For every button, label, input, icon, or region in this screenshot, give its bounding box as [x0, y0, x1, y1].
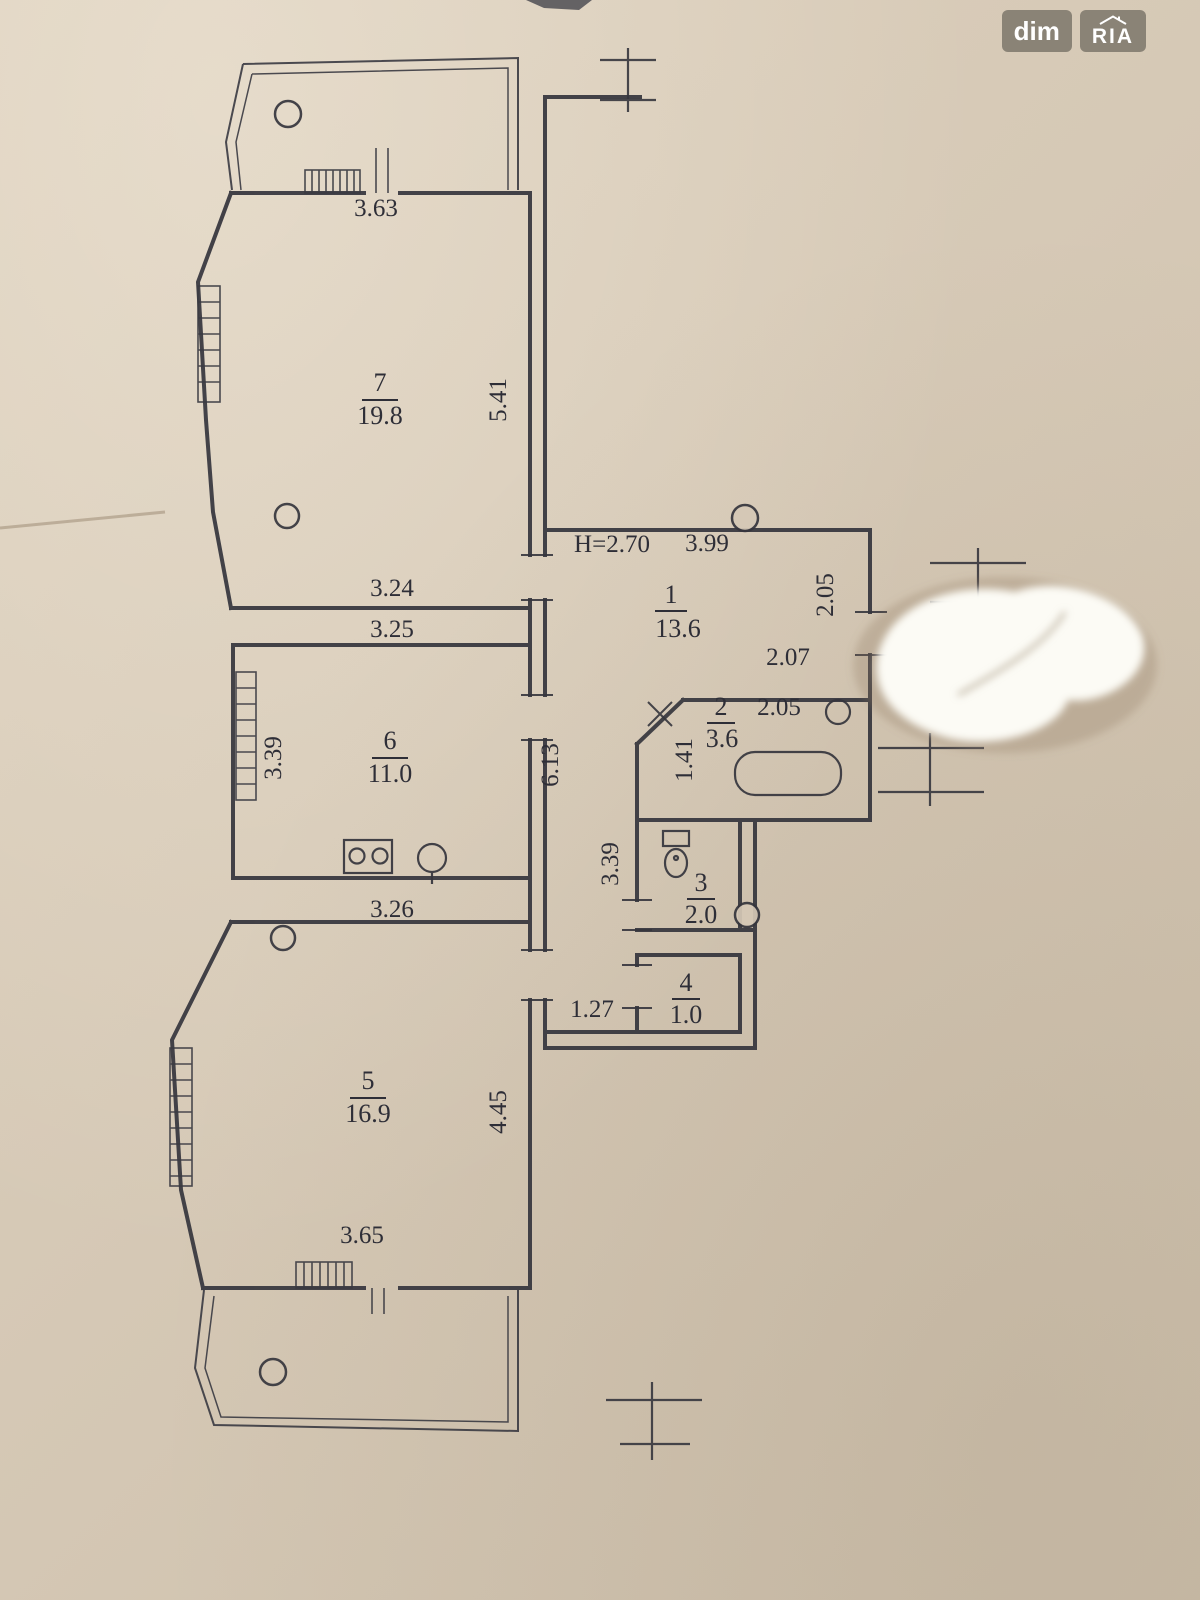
- room-2-area: 3.6: [706, 724, 739, 753]
- dim-room7-depth: 5.41: [485, 378, 512, 422]
- break-mark-bottom: [606, 1382, 702, 1460]
- dim-bath-width: 2.05: [757, 694, 801, 721]
- room-2-label: 2 3.6: [706, 692, 739, 753]
- dim-room5-depth: 4.45: [485, 1090, 512, 1134]
- dim-hall-bottom: 1.27: [570, 996, 614, 1023]
- room-3-number: 3: [695, 868, 708, 897]
- ceiling-height-note: H=2.70: [574, 531, 650, 558]
- room-6-area: 11.0: [368, 759, 413, 788]
- paper-tear: [853, 577, 1157, 753]
- dim-room6-bottom-width: 3.26: [370, 896, 414, 923]
- circle-markers: [258, 99, 761, 1387]
- room-labels: 7 19.8 6 11.0 5 16.9 1 13.6 2 3.6 3 2.0: [345, 368, 738, 1128]
- dim-bath-top: 2.07: [766, 644, 810, 671]
- room-1-label: 1 13.6: [655, 580, 701, 643]
- stove-icon: [342, 838, 394, 875]
- room-5-number: 5: [362, 1066, 375, 1095]
- toilet-icon: [661, 829, 691, 879]
- room-2-number: 2: [715, 692, 728, 721]
- watermark-dim-badge: dim: [1001, 10, 1072, 52]
- fixtures: [342, 698, 852, 884]
- watermark-dim-label: dim: [1013, 15, 1060, 46]
- bath-sink-icon: [824, 698, 852, 726]
- room-5-label: 5 16.9: [345, 1066, 391, 1128]
- room-3-label: 3 2.0: [685, 868, 718, 929]
- room-1-area: 13.6: [655, 614, 701, 643]
- room-4-label: 4 1.0: [670, 968, 703, 1029]
- room-7-area: 19.8: [357, 401, 403, 430]
- kitchen-sink-icon: [416, 842, 448, 884]
- paper-creases: [0, 510, 166, 530]
- room1-wall-circle-marker: [730, 503, 760, 533]
- dim-balcony-top: 3.63: [354, 195, 398, 222]
- shaft-x-mark: [647, 701, 673, 727]
- top-edge-artifact: [526, 0, 592, 10]
- dim-bath-depth: 1.41: [671, 738, 698, 782]
- dim-room1-width: 3.99: [685, 530, 729, 557]
- room-6-label: 6 11.0: [368, 726, 413, 788]
- balcony-bottom-circle-marker: [258, 1357, 288, 1387]
- walls: [169, 95, 872, 1291]
- bathtub-icon: [733, 750, 843, 797]
- ria-roof-icon: [1099, 15, 1127, 25]
- room-6-number: 6: [384, 726, 397, 755]
- watermark-ria-badge: RIA: [1079, 10, 1146, 52]
- section-break-marks: [600, 48, 1026, 1460]
- watermark: dim RIA: [1001, 10, 1146, 52]
- watermark-ria-label: RIA: [1091, 25, 1134, 48]
- room5-circle-marker: [269, 924, 297, 952]
- room-3-area: 2.0: [685, 900, 718, 929]
- dim-room5-width: 3.65: [340, 1222, 384, 1249]
- dimension-labels: 3.63 5.41 3.24 3.25 3.39 3.26 3.65 4.45 …: [260, 195, 839, 1249]
- room-4-area: 1.0: [670, 1000, 703, 1029]
- door-ticks: [521, 554, 887, 1009]
- break-mark-top: [600, 48, 656, 112]
- balconies: [193, 56, 519, 1433]
- dim-room7-width: 3.24: [370, 575, 414, 602]
- wc-wall-circle-marker: [733, 901, 761, 929]
- room-4-number: 4: [680, 968, 693, 997]
- room-5-area: 16.9: [345, 1099, 391, 1128]
- room-1-number: 1: [665, 580, 678, 609]
- dim-room6-depth: 3.39: [260, 736, 287, 780]
- room7-circle-marker: [273, 502, 301, 530]
- dim-entry-side: 2.05: [812, 573, 839, 617]
- room-7-label: 7 19.8: [357, 368, 403, 430]
- room-7-number: 7: [374, 368, 387, 397]
- dim-wc-side: 3.39: [597, 842, 624, 886]
- dim-hall-length: 6.13: [537, 743, 564, 787]
- window-hatches: [169, 148, 389, 1314]
- dim-room6-top-width: 3.25: [370, 616, 414, 643]
- balcony-top-circle-marker: [273, 99, 303, 129]
